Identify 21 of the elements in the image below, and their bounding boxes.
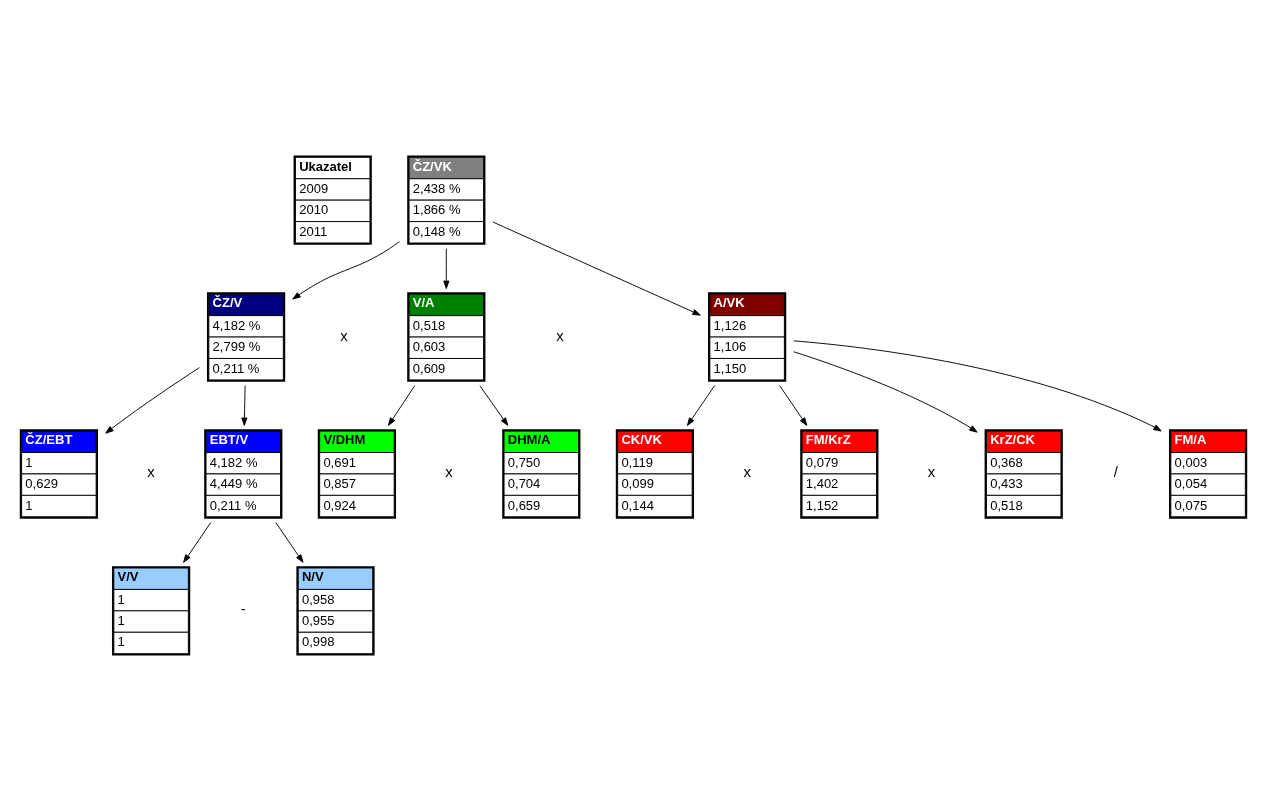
arrow (105, 366, 200, 434)
arrow (686, 384, 716, 426)
arrow (479, 384, 509, 426)
arrow (275, 521, 304, 563)
arrow (793, 350, 978, 433)
arrow (241, 384, 248, 426)
label: x (927, 463, 936, 480)
label: x (445, 463, 453, 480)
arrow (387, 384, 416, 426)
label: x (147, 463, 155, 480)
arrow (183, 521, 212, 563)
arrow (779, 384, 808, 426)
label: x (340, 327, 348, 344)
arrow (793, 339, 1162, 432)
label: - (240, 600, 246, 617)
label: x (743, 463, 751, 480)
arrow (492, 221, 701, 316)
label: x (556, 327, 564, 344)
arrow (443, 247, 450, 289)
arrow (292, 240, 400, 300)
label: / (1113, 463, 1118, 480)
